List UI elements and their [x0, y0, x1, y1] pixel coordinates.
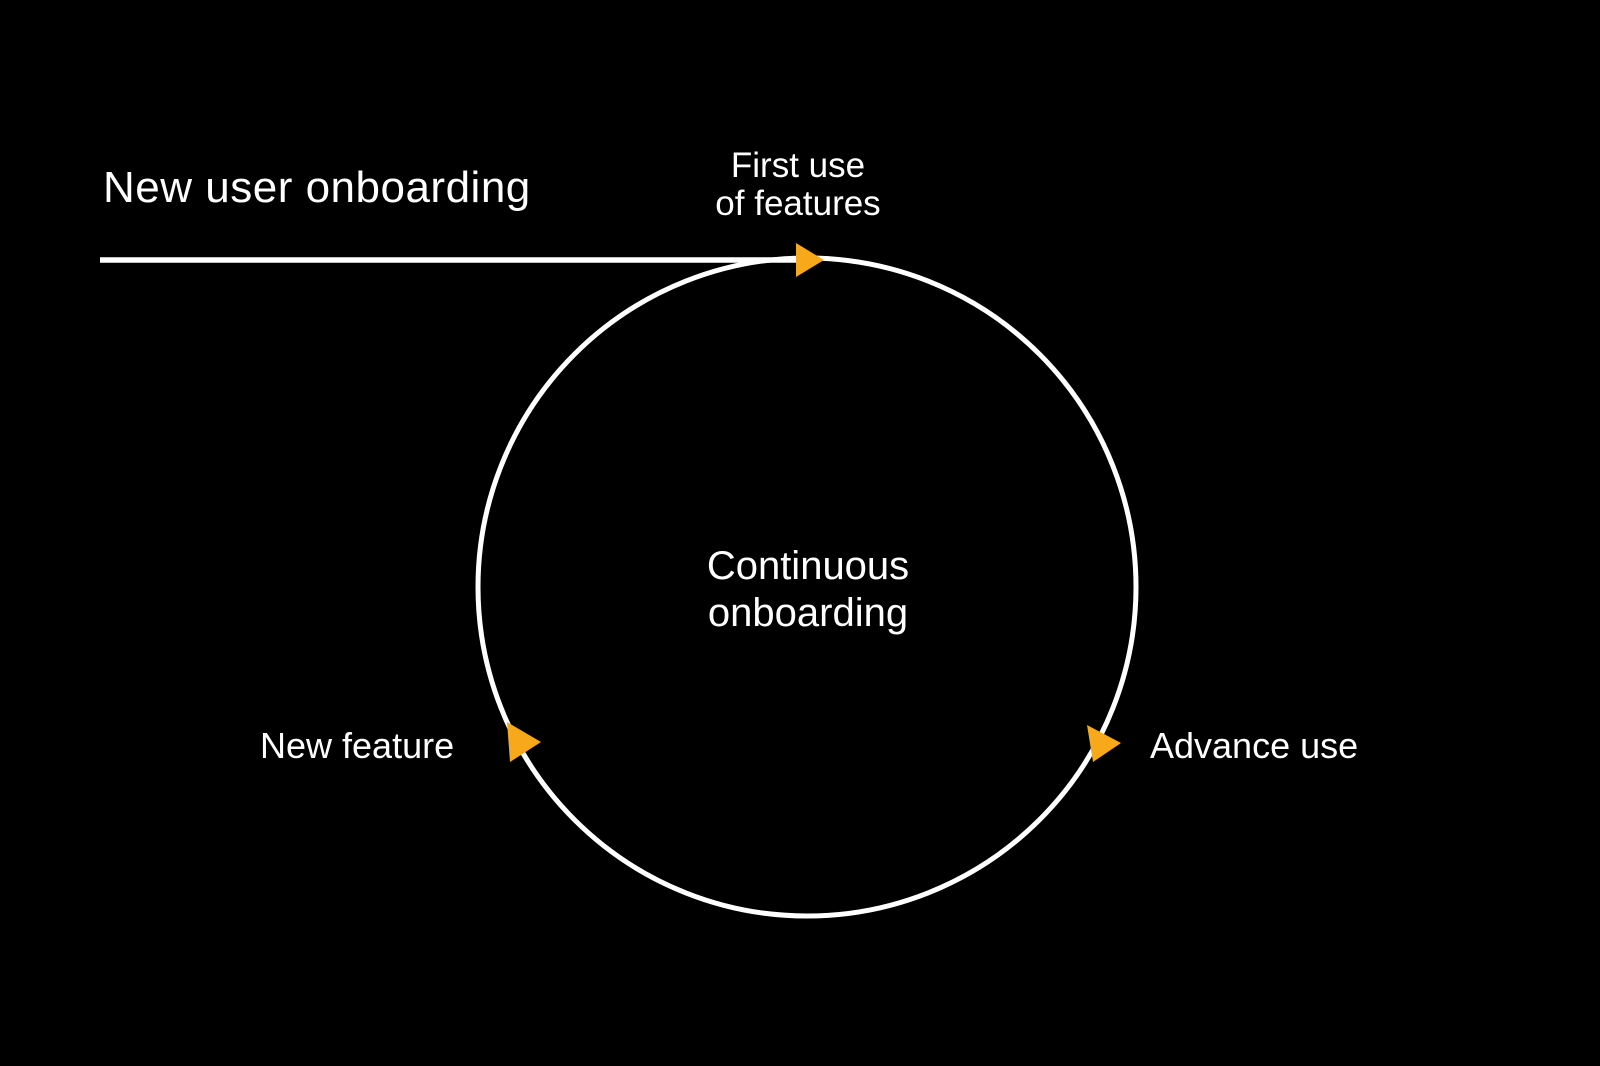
node-label-advance-use: Advance use: [1150, 725, 1359, 766]
flow-arrow-icon: [507, 722, 541, 762]
page-title: New user onboarding: [103, 163, 531, 212]
node-label-first-use-of-features: First use of features: [715, 146, 881, 223]
flow-arrow-icon: [796, 243, 824, 277]
flow-arrow-icon: [1087, 725, 1121, 762]
node-label-new-feature: New feature: [260, 725, 455, 766]
cycle-center-label: Continuous onboarding: [706, 544, 910, 635]
